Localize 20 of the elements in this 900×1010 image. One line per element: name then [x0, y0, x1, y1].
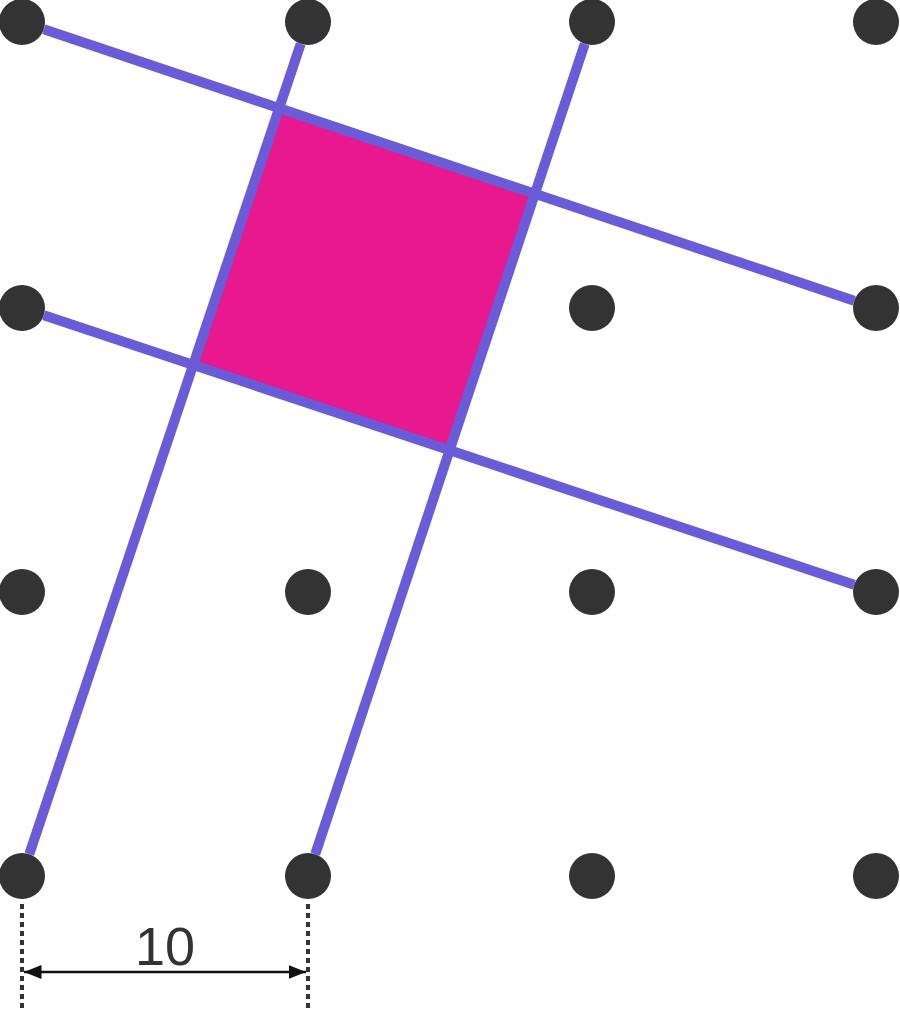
line	[42, 24, 856, 306]
grid-dot	[0, 285, 45, 331]
grid-dot	[285, 569, 331, 615]
grid-dot	[569, 569, 615, 615]
line	[24, 42, 306, 856]
grid-dot	[853, 853, 899, 899]
line	[42, 310, 856, 590]
grid-dot	[285, 0, 331, 45]
grid-dot	[569, 0, 615, 45]
grid-dot	[853, 285, 899, 331]
grid-dot	[285, 853, 331, 899]
grid-dot	[569, 853, 615, 899]
grid-dot	[569, 285, 615, 331]
line	[310, 42, 590, 856]
grid-dot	[0, 0, 45, 45]
grid-dot	[853, 0, 899, 45]
grid-dot	[0, 853, 45, 899]
grid-dot	[853, 569, 899, 615]
dimension-label: 10	[134, 919, 196, 973]
grid-dot	[0, 569, 45, 615]
